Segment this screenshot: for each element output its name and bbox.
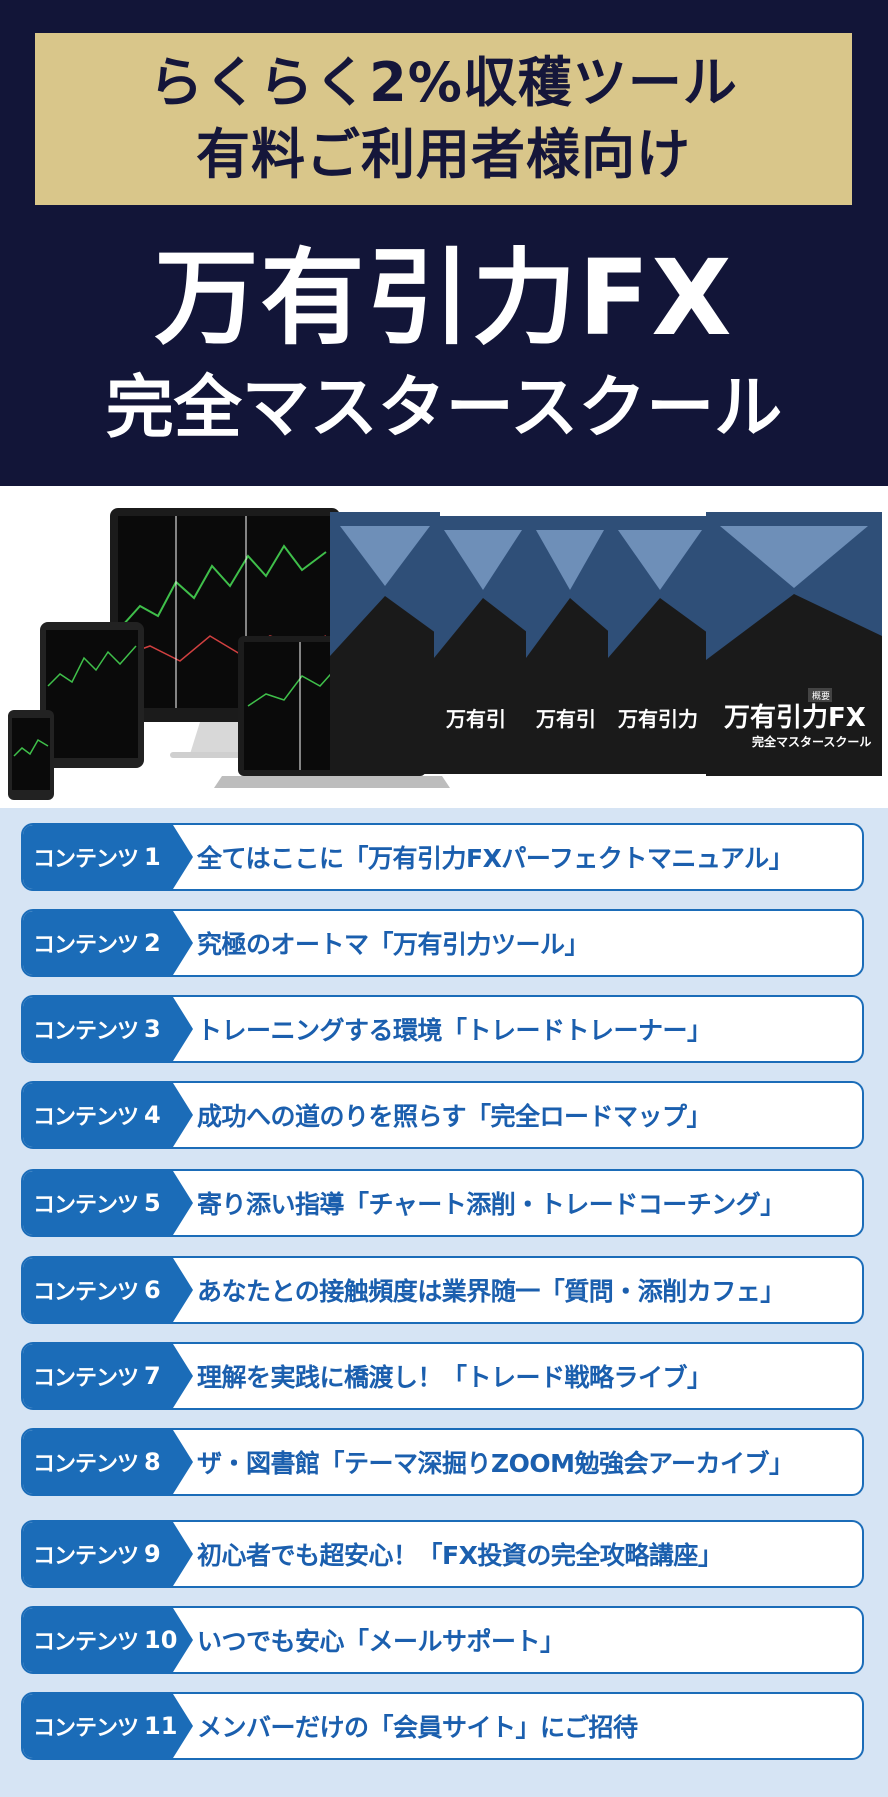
tag-number: 6 xyxy=(144,1276,161,1304)
audience-line: 有料ご利用者様向け xyxy=(196,123,691,186)
content-title: 究極のオートマ「万有引力ツール」 xyxy=(197,930,590,959)
tag-number: 8 xyxy=(144,1448,161,1476)
content-title: ザ・図書館「テーマ深掘りZOOM勉強会アーカイブ」 xyxy=(197,1449,794,1478)
tag-label: コンテンツ xyxy=(33,1716,139,1741)
content-title: いつでも安心「メールサポート」 xyxy=(197,1627,565,1656)
content-title: 全てはここに「万有引力FXパーフェクトマニュアル」 xyxy=(197,844,794,873)
tag-label: コンテンツ xyxy=(33,1105,139,1130)
svg-text:万有引力: 万有引力 xyxy=(617,707,698,731)
product-image: 万有引 万有引 万有引力 xyxy=(0,486,888,808)
tag-number: 1 xyxy=(144,843,161,871)
tag-label: コンテンツ xyxy=(33,847,139,872)
tag-number: 3 xyxy=(144,1015,161,1043)
content-title: トレーニングする環境「トレードトレーナー」 xyxy=(197,1016,712,1045)
tag-label: コンテンツ xyxy=(33,933,139,958)
book-tag: 概要 xyxy=(812,690,830,702)
content-title: 初心者でも超安心！「FX投資の完全攻略講座」 xyxy=(197,1541,723,1570)
header-banner: らくらく2%収穫ツール 有料ご利用者様向け 万有引力FX 完全マスタースクール xyxy=(0,0,888,486)
svg-text:万有引: 万有引 xyxy=(535,707,596,731)
tag-label: コンテンツ xyxy=(33,1193,139,1218)
tag-label: コンテンツ xyxy=(33,1280,139,1305)
tool-name-line: らくらく2%収穫ツール xyxy=(149,51,738,114)
content-title: 寄り添い指導「チャート添削・トレードコーチング」 xyxy=(197,1190,785,1219)
svg-text:万有引: 万有引 xyxy=(445,707,506,731)
book-title: 万有引力FX xyxy=(724,703,866,733)
tag-number: 4 xyxy=(144,1101,161,1129)
content-title: 成功への道のりを照らす「完全ロードマップ」 xyxy=(197,1102,712,1131)
page-subtitle: 完全マスタースクール xyxy=(105,369,783,448)
content-title: メンバーだけの「会員サイト」にご招待 xyxy=(197,1713,638,1742)
tag-number: 2 xyxy=(144,929,161,957)
book-stack-graphic: 万有引 万有引 万有引力 xyxy=(330,512,882,776)
tag-label: コンテンツ xyxy=(33,1544,139,1569)
tag-number: 7 xyxy=(144,1362,161,1390)
phone-graphic xyxy=(8,710,54,800)
target-audience-box: らくらく2%収穫ツール 有料ご利用者様向け xyxy=(35,33,852,205)
content-title: あなたとの接触頻度は業界随一「質問・添削カフェ」 xyxy=(197,1277,785,1306)
tag-number: 9 xyxy=(144,1540,161,1568)
tag-number: 11 xyxy=(144,1712,178,1740)
page-title: 万有引力FX xyxy=(154,237,734,359)
tag-label: コンテンツ xyxy=(33,1366,139,1391)
tag-label: コンテンツ xyxy=(33,1019,139,1044)
tablet-graphic xyxy=(40,622,144,768)
book-subtitle: 完全マスタースクール xyxy=(752,734,871,749)
tag-number: 10 xyxy=(144,1626,178,1654)
tag-number: 5 xyxy=(144,1189,161,1217)
tag-label: コンテンツ xyxy=(33,1452,139,1477)
product-illustration: 万有引 万有引 万有引力 xyxy=(8,508,882,800)
content-title: 理解を実践に橋渡し！「トレード戦略ライブ」 xyxy=(197,1363,712,1392)
tag-label: コンテンツ xyxy=(33,1630,139,1655)
